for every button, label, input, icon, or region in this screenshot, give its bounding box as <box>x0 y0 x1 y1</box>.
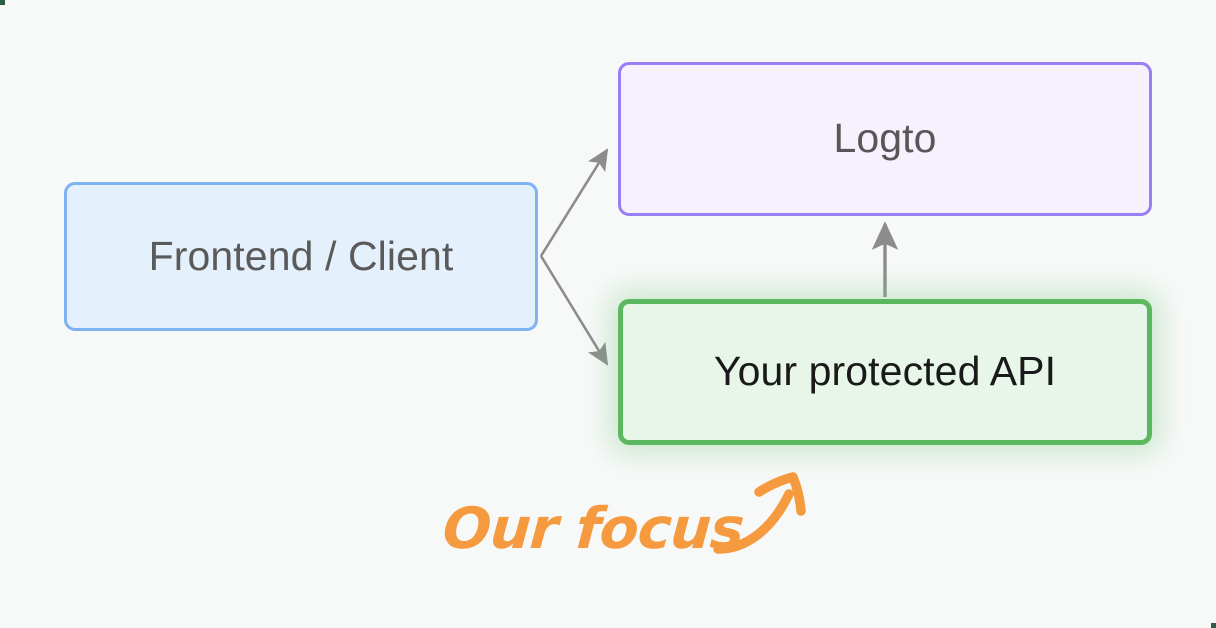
node-logto[interactable]: Logto <box>618 62 1152 216</box>
node-your-protected-api[interactable]: Your protected API <box>618 299 1152 445</box>
corner-marker-bottom-right <box>1211 623 1216 628</box>
node-your-protected-api-label: Your protected API <box>713 348 1057 395</box>
annotation-our-focus: Our focus <box>440 496 746 562</box>
edge-frontend-to-logto <box>539 148 609 257</box>
corner-marker-top-left <box>0 0 5 5</box>
node-frontend-client[interactable]: Frontend / Client <box>64 182 538 331</box>
edge-frontend-to-api <box>539 255 609 366</box>
our-focus-arrow <box>713 472 806 554</box>
node-frontend-client-label: Frontend / Client <box>148 232 454 279</box>
node-logto-label: Logto <box>833 115 937 162</box>
